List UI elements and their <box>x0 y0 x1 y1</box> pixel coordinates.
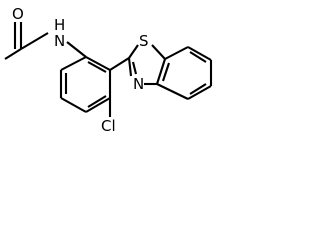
bond-ring-1 <box>85 56 111 71</box>
bond-thiazole-s-c7a <box>151 44 166 60</box>
atom-oxygen-label: O <box>12 5 24 23</box>
molecule-structure: O H N S N Cl <box>4 5 213 135</box>
bond-benzo-inner-2 <box>189 83 207 95</box>
bond-thiazole-n-c2 <box>127 57 133 77</box>
atom-chlorine-label: Cl <box>101 117 116 135</box>
bond-ring-inner-1 <box>87 61 107 73</box>
bond-thiazole-c2-s <box>128 44 139 59</box>
atom-nitrogen-label: N <box>54 32 65 50</box>
bond-thiazole-c7a-c3a <box>155 58 167 85</box>
atom-thiazole-nitrogen-label: N <box>133 75 144 93</box>
bond-benzo-4 <box>187 85 212 100</box>
bond-benzo-5 <box>156 83 189 100</box>
bond-ring-6 <box>60 56 87 71</box>
bond-ring-inner-2 <box>87 95 107 108</box>
bond-benzo-inner-1 <box>189 51 207 63</box>
atom-sulfur-label: S <box>139 32 149 50</box>
bond-benzo-1 <box>164 46 189 60</box>
bond-ring-thiazole <box>109 57 130 71</box>
bond-thiazole-n-c2-double <box>131 61 138 75</box>
bond-carbonyl-nitrogen <box>20 32 49 50</box>
bond-nitrogen-ring <box>66 41 87 58</box>
bond-benzo-2 <box>187 46 212 61</box>
bond-ring-3 <box>85 97 111 113</box>
structure-diagram-canvas: O H N S N Cl <box>0 0 220 145</box>
bond-ring-4 <box>60 97 87 113</box>
bond-methyl-carbonyl <box>4 48 22 60</box>
atom-hydrogen-label: H <box>54 16 65 34</box>
bond-benzo-inner-3 <box>162 62 170 82</box>
